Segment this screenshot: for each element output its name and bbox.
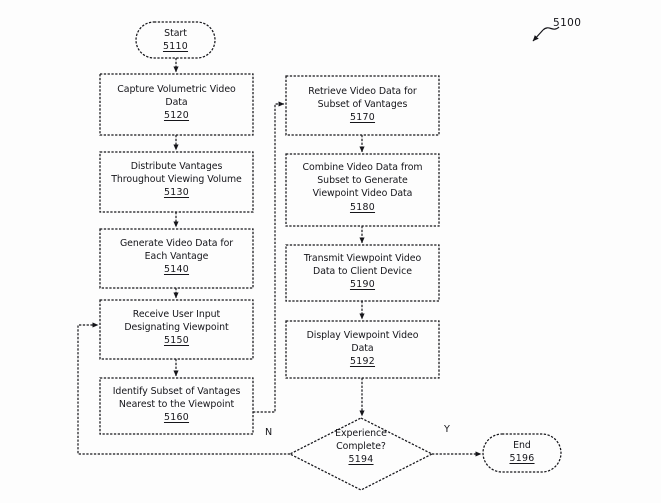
- node-receive-shape: [99, 299, 254, 360]
- node-display-shape: [285, 320, 440, 379]
- figure-reference-numeral: 5100: [553, 17, 582, 29]
- node-retrieve-shape: [285, 75, 440, 136]
- node-capture-shape: [99, 73, 254, 136]
- node-distribute-shape: [99, 151, 254, 213]
- edge-label-no: N: [265, 427, 273, 438]
- edge-identify-to-retrieve: [253, 101, 285, 413]
- figure-reference-leader: [532, 26, 560, 42]
- node-generate-shape: [99, 228, 254, 289]
- node-transmit-shape: [285, 244, 440, 302]
- node-start-shape: [135, 21, 216, 59]
- edge-label-yes: Y: [444, 424, 450, 435]
- edge-decision-no-to-receive: [77, 322, 290, 455]
- node-decision-shape: [288, 417, 434, 491]
- node-combine-shape: [285, 153, 440, 227]
- node-end-shape: [482, 433, 562, 473]
- node-identify-shape: [99, 377, 254, 435]
